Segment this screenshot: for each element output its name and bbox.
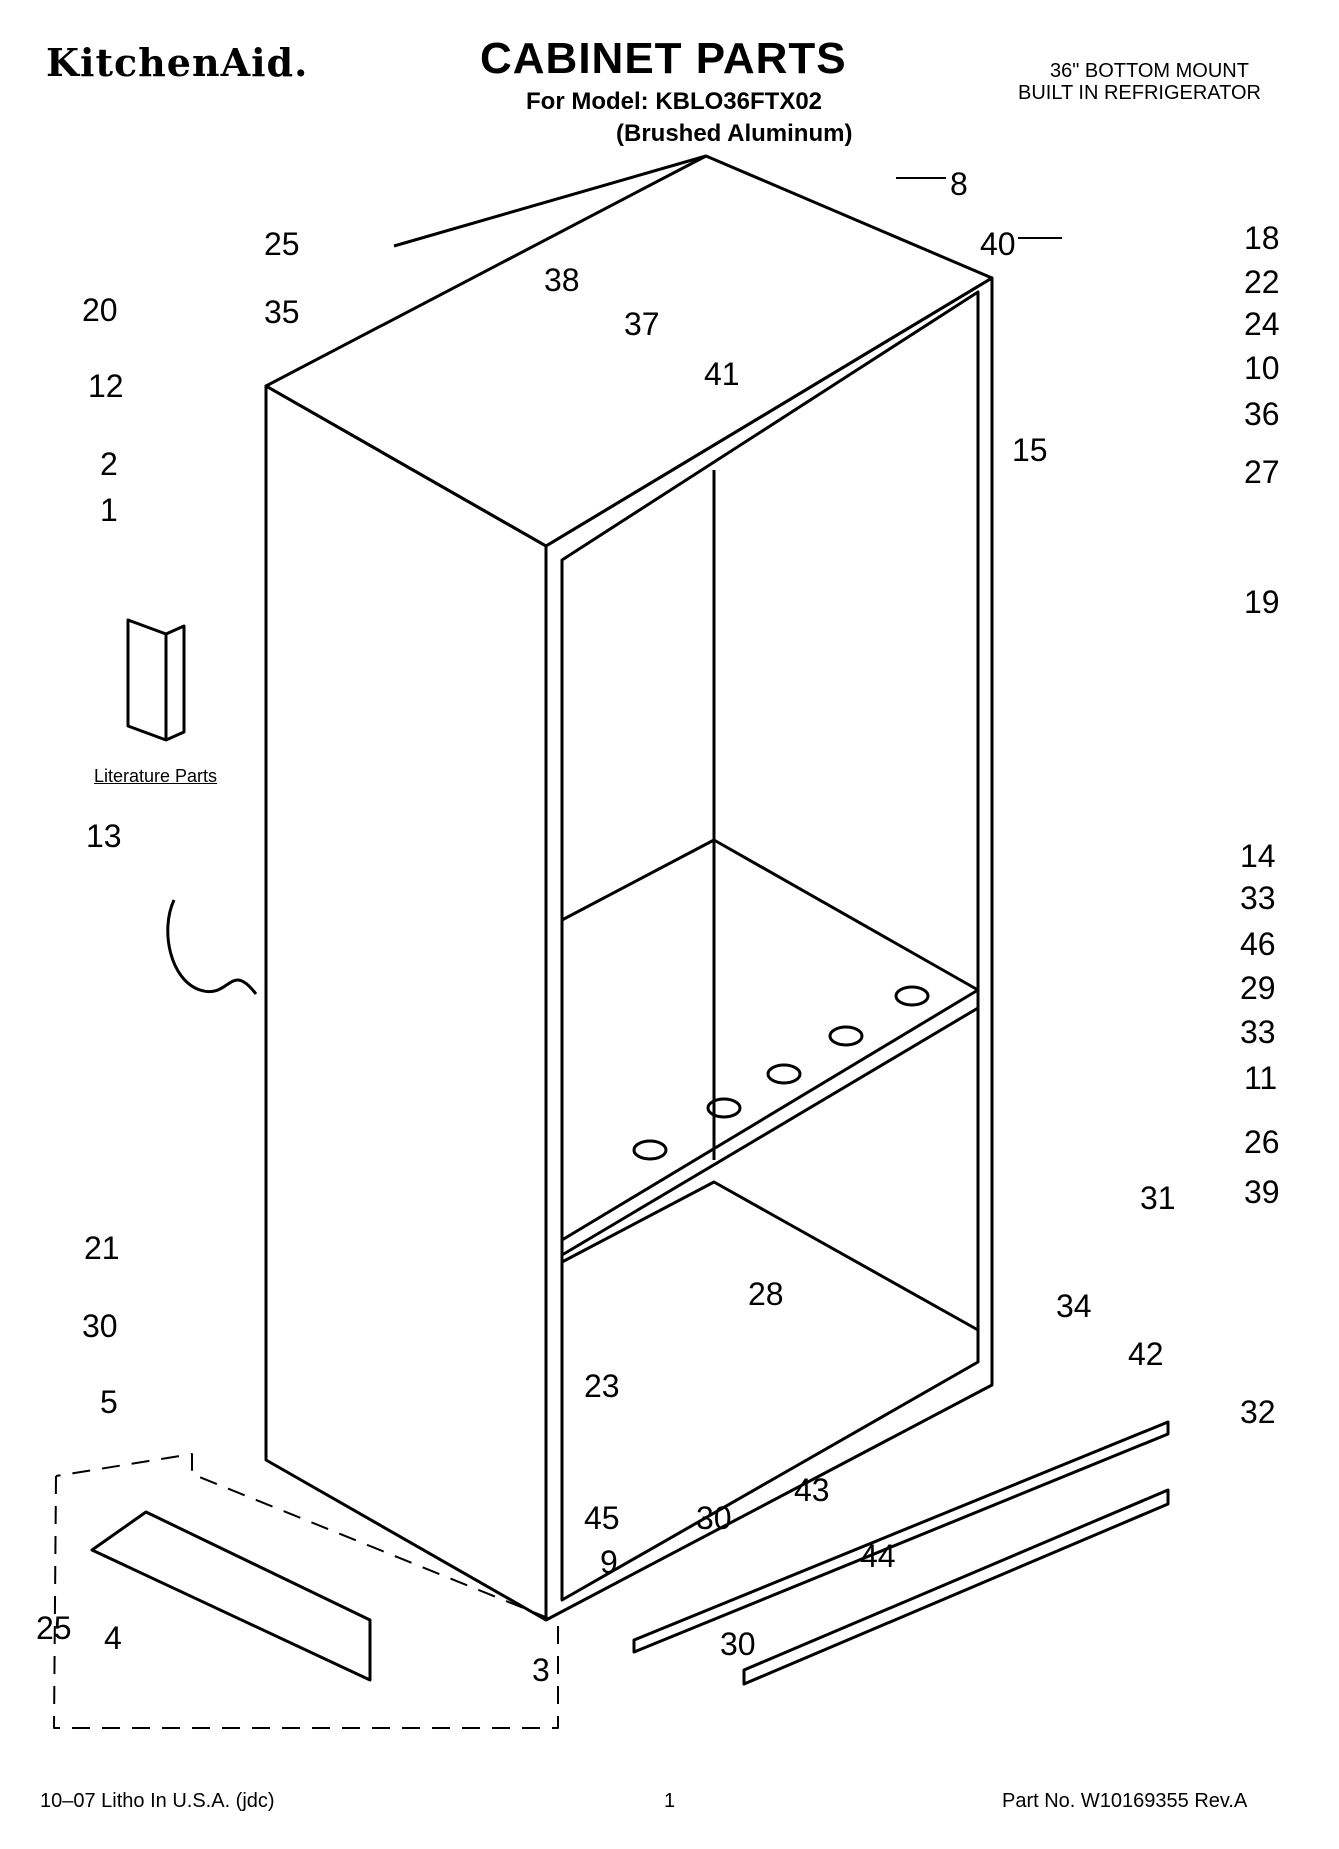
callout-label: 4 (104, 1620, 122, 1656)
callout-label: 14 (1240, 838, 1276, 874)
cabinet-inner-opening (560, 290, 980, 1602)
cabinet-front-frame (545, 276, 994, 1622)
callout-label: 12 (88, 368, 124, 404)
callout-label: 13 (86, 818, 122, 854)
callout-label: 33 (1240, 1014, 1276, 1050)
callout-label: 35 (264, 294, 300, 330)
kick-panel (742, 1488, 1170, 1686)
callout-label: 10 (1244, 350, 1280, 386)
subtitle-line-2: BUILT IN REFRIGERATOR (1018, 82, 1261, 104)
callout-label: 19 (1244, 584, 1280, 620)
callout-label: 34 (1056, 1288, 1092, 1324)
callout-label: 30 (720, 1626, 756, 1662)
base-bracket (90, 1510, 372, 1682)
toe-grille (632, 1420, 1170, 1654)
callout-label: 2 (100, 446, 118, 482)
footer-page-number: 1 (664, 1790, 676, 1812)
cabinet-lower-compartment (561, 1180, 979, 1332)
callout-label: 30 (696, 1500, 732, 1536)
page-title: CABINET PARTS (480, 34, 847, 83)
callout-label: 25 (264, 226, 300, 262)
finish-line: (Brushed Aluminum) (616, 120, 853, 147)
callout-label: 3 (532, 1652, 550, 1688)
literature-book (126, 618, 186, 742)
callout-label: 5 (100, 1384, 118, 1420)
callout-label: 1 (100, 492, 118, 528)
callout-label: 44 (860, 1538, 896, 1574)
model-line: For Model: KBLO36FTX02 (526, 88, 823, 115)
callout-label: 32 (1240, 1394, 1276, 1430)
callout-label: 27 (1244, 454, 1280, 490)
callout-label: 42 (1128, 1336, 1164, 1372)
callout-label: 11 (1244, 1060, 1278, 1096)
callout-label: 38 (544, 262, 580, 298)
brand-logo: KitchenAid. (46, 40, 309, 85)
callout-label: 37 (624, 306, 660, 342)
footer-litho: 10–07 Litho In U.S.A. (jdc) (40, 1790, 275, 1812)
cabinet-left-side (264, 384, 548, 1622)
callout-label: 40 (980, 226, 1016, 262)
drain-hose (166, 899, 258, 995)
subtitle-line-1: 36" BOTTOM MOUNT (1050, 60, 1249, 82)
callout-label: 39 (1244, 1174, 1280, 1210)
callout-label: 18 (1244, 220, 1280, 256)
cabinet-back-top (393, 154, 707, 248)
literature-parts-label: Literature Parts (94, 766, 218, 786)
callout-label: 20 (82, 292, 118, 328)
callout-label: 21 (84, 1230, 120, 1266)
callout-label: 8 (950, 166, 968, 202)
base-outline (53, 1453, 559, 1729)
callout-label: 23 (584, 1368, 620, 1404)
callout-label: 45 (584, 1500, 620, 1536)
callout-label: 33 (1240, 880, 1276, 916)
callout-label: 26 (1244, 1124, 1280, 1160)
callout-label: 28 (748, 1276, 784, 1312)
callout-label: 29 (1240, 970, 1276, 1006)
callout-label: 43 (794, 1472, 830, 1508)
cabinet-top (264, 154, 994, 548)
callout-label: 36 (1244, 396, 1280, 432)
callout-label: 31 (1140, 1180, 1176, 1216)
footer-part-number: Part No. W10169355 Rev.A (1002, 1790, 1248, 1812)
cabinet-divider-lower (561, 1006, 979, 1257)
callout-label: 30 (82, 1308, 118, 1344)
callout-label: 15 (1012, 432, 1048, 468)
callout-label: 25 (36, 1610, 72, 1646)
callout-label: 22 (1244, 264, 1280, 300)
callout-label: 46 (1240, 926, 1276, 962)
cabinet-divider-shelf (561, 838, 980, 1242)
callout-label: 9 (600, 1544, 618, 1580)
callout-label: 24 (1244, 306, 1280, 342)
callout-label: 41 (704, 356, 740, 392)
